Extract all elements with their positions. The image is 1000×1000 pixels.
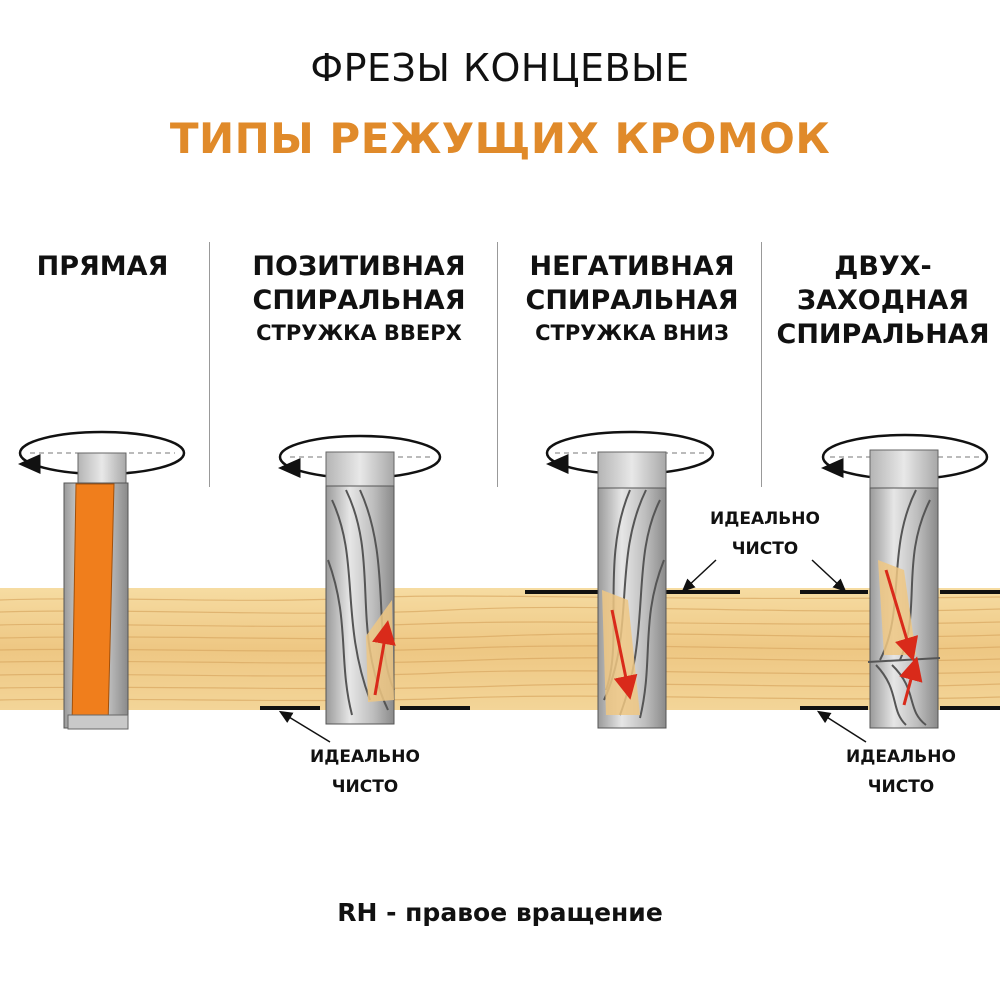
note-pointers	[278, 559, 867, 743]
note-clean-double: ИДЕАЛЬНО ЧИСТО	[846, 747, 956, 797]
column-divider	[209, 242, 210, 487]
cutter-double-spiral	[821, 433, 989, 729]
column-divider	[497, 242, 498, 487]
note-clean-positive: ИДЕАЛЬНО ЧИСТО	[310, 747, 420, 797]
footer-rotation-note: RH - правое вращение	[337, 898, 663, 927]
cutter-negative-spiral	[545, 430, 715, 729]
page-subtitle: ТИПЫ РЕЖУЩИХ КРОМОК	[169, 114, 831, 163]
page-title: ФРЕЗЫ КОНЦЕВЫЕ	[310, 46, 690, 90]
column-header-positive: ПОЗИТИВНАЯ СПИРАЛЬНАЯ СТРУЖКА ВВЕРХ	[252, 251, 466, 345]
cutter-positive-spiral	[278, 434, 442, 725]
column-divider	[761, 242, 762, 487]
cutter-straight	[18, 430, 186, 730]
column-header-double: ДВУХ- ЗАХОДНАЯ СПИРАЛЬНАЯ	[776, 251, 990, 350]
wood-board	[0, 588, 1000, 710]
note-clean-negative: ИДЕАЛЬНО ЧИСТО	[710, 509, 820, 559]
column-header-straight: ПРЯМАЯ	[36, 251, 169, 282]
column-header-negative: НЕГАТИВНАЯ СПИРАЛЬНАЯ СТРУЖКА ВНИЗ	[525, 251, 739, 345]
